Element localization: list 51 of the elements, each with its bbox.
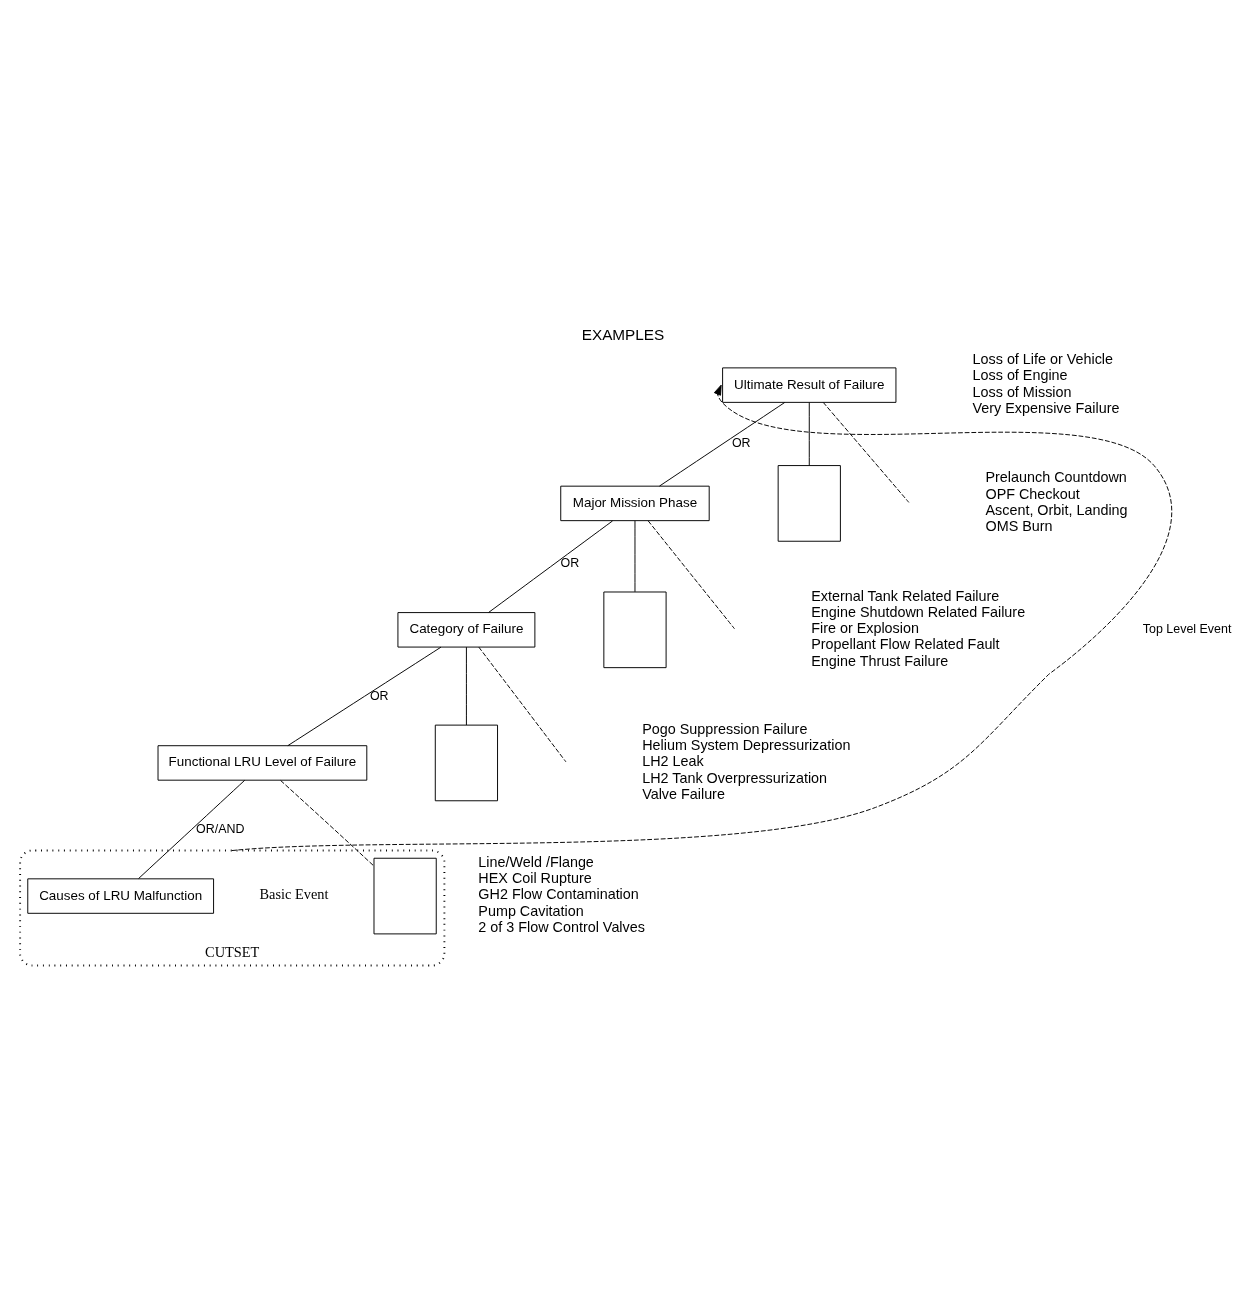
edge-label: OR bbox=[731, 435, 751, 450]
node-label: HEX Coil Rupture bbox=[478, 869, 592, 886]
node-label: Pogo Suppression Failure bbox=[642, 720, 808, 737]
connector bbox=[138, 779, 246, 879]
node-label: Loss of Life or Vehicle bbox=[972, 350, 1114, 367]
node-label: 2 of 3 Flow Control Valves bbox=[478, 918, 645, 935]
edge-label: OR bbox=[369, 688, 389, 703]
connector bbox=[822, 401, 910, 503]
node-label: Fire or Explosion bbox=[811, 619, 919, 636]
node-label: Pump Cavitation bbox=[478, 902, 584, 919]
connector bbox=[280, 779, 375, 867]
node-label: Loss of Engine bbox=[972, 366, 1068, 383]
node-label: Engine Thrust Failure bbox=[811, 652, 949, 669]
connector bbox=[478, 646, 567, 762]
node-label: Ascent, Orbit, Landing bbox=[985, 501, 1128, 518]
node-box bbox=[603, 591, 667, 668]
node-label: GH2 Flow Contamination bbox=[478, 885, 639, 902]
label: Basic Event bbox=[259, 885, 329, 902]
node-box: Ultimate Result of Failure bbox=[722, 366, 897, 403]
node-label: Prelaunch Countdown bbox=[985, 468, 1127, 485]
node-label: OPF Checkout bbox=[985, 485, 1080, 502]
node-label: Propellant Flow Related Fault bbox=[811, 635, 1000, 652]
node-label: OMS Burn bbox=[985, 517, 1053, 534]
node-label: Line/Weld /Flange bbox=[478, 853, 594, 870]
connector bbox=[647, 519, 735, 629]
node-label: LH2 Tank Overpressurization bbox=[642, 769, 828, 786]
node-box: Major Mission Phase bbox=[560, 485, 710, 521]
connector bbox=[287, 646, 442, 746]
node-label: Engine Shutdown Related Failure bbox=[811, 603, 1026, 620]
connector bbox=[465, 646, 467, 725]
node-box: Functional LRU Level of Failure bbox=[157, 744, 368, 781]
node-label: Helium System Depressurization bbox=[642, 736, 851, 753]
diagram-title: EXAMPLES bbox=[581, 325, 665, 343]
node-label: External Tank Related Failure bbox=[811, 587, 1000, 604]
arrow bbox=[231, 384, 1173, 851]
connector bbox=[808, 401, 810, 466]
node-label: Very Expensive Failure bbox=[972, 399, 1120, 416]
edge-label: OR/AND bbox=[196, 821, 245, 836]
node-label: Loss of Mission bbox=[972, 383, 1072, 400]
edge-label: Top Level Event bbox=[1142, 621, 1232, 636]
edge-label: OR bbox=[560, 555, 580, 570]
node-label: LH2 Leak bbox=[642, 752, 704, 769]
connector bbox=[658, 401, 786, 487]
connector bbox=[488, 519, 614, 613]
connector bbox=[634, 519, 636, 592]
node-box bbox=[434, 724, 499, 801]
node-box bbox=[373, 857, 437, 934]
node-label: Valve Failure bbox=[642, 785, 725, 802]
node-box bbox=[777, 464, 841, 542]
node-box: Causes of LRU Malfunction bbox=[27, 877, 215, 914]
node-box: Category of Failure bbox=[397, 611, 536, 648]
